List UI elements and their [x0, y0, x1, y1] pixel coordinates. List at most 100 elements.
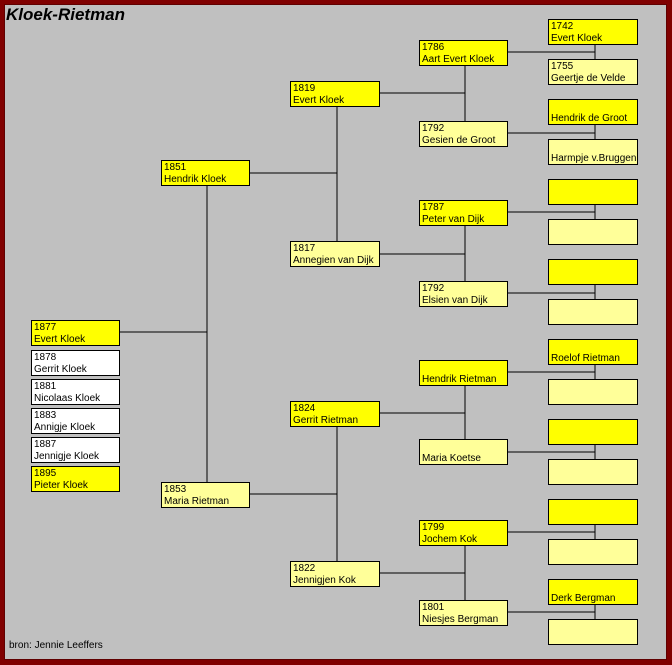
person-name: Peter van Dijk: [422, 214, 485, 225]
person-box[interactable]: [548, 179, 638, 205]
person-box[interactable]: [548, 379, 638, 405]
person-year: [551, 501, 635, 513]
person-year: 1878: [34, 352, 57, 363]
person-box[interactable]: 1799 Jochem Kok: [419, 520, 508, 546]
person-year: [551, 301, 635, 313]
person-year: [551, 581, 635, 593]
person-name: Maria Rietman: [164, 496, 230, 507]
person-box[interactable]: Maria Koetse: [419, 439, 508, 465]
person-year: [551, 261, 635, 273]
person-box[interactable]: 1895 Pieter Kloek: [31, 466, 120, 492]
person-name: Elsien van Dijk: [422, 295, 488, 306]
person-box[interactable]: 1881 Nicolaas Kloek: [31, 379, 120, 405]
person-name: Jennigjen Kok: [293, 575, 356, 586]
person-year: 1822: [293, 563, 316, 574]
person-box[interactable]: 1755 Geertje de Velde: [548, 59, 638, 85]
person-year: 1755: [551, 61, 574, 72]
person-box[interactable]: 1801 Niesjes Bergman: [419, 600, 508, 626]
person-name: Annigje Kloek: [34, 422, 96, 433]
person-name: Evert Kloek: [551, 33, 603, 44]
person-box[interactable]: Hendrik de Groot: [548, 99, 638, 125]
person-year: 1799: [422, 522, 445, 533]
person-name: Gerrit Rietman: [293, 415, 359, 426]
source-credit: bron: Jennie Leeffers: [9, 640, 103, 651]
person-name: Niesjes Bergman: [422, 614, 499, 625]
person-box[interactable]: 1883 Annigje Kloek: [31, 408, 120, 434]
person-year: [551, 181, 635, 193]
person-name: Roelof Rietman: [551, 353, 620, 364]
person-year: 1742: [551, 21, 574, 32]
person-box[interactable]: 1878 Gerrit Kloek: [31, 350, 120, 376]
person-year: 1786: [422, 42, 445, 53]
person-box[interactable]: 1817 Annegien van Dijk: [290, 241, 380, 267]
person-box[interactable]: [548, 619, 638, 645]
person-box[interactable]: Derk Bergman: [548, 579, 638, 605]
person-name: Geertje de Velde: [551, 73, 626, 84]
page-title: Kloek-Rietman: [6, 5, 126, 24]
person-name: Nicolaas Kloek: [34, 393, 101, 404]
person-year: [551, 421, 635, 433]
person-box[interactable]: 1877 Evert Kloek: [31, 320, 120, 346]
person-box[interactable]: 1824 Gerrit Rietman: [290, 401, 380, 427]
person-box[interactable]: 1853 Maria Rietman: [161, 482, 250, 508]
person-box[interactable]: Harmpje v.Bruggen: [548, 139, 638, 165]
person-name: Aart Evert Kloek: [422, 54, 495, 65]
person-box[interactable]: 1887 Jennigje Kloek: [31, 437, 120, 463]
person-year: [422, 441, 505, 453]
person-year: 1883: [34, 410, 57, 421]
person-year: [551, 221, 635, 233]
person-box[interactable]: [548, 259, 638, 285]
person-name: Gerrit Kloek: [34, 364, 87, 375]
person-box[interactable]: [548, 459, 638, 485]
person-year: 1792: [422, 123, 445, 134]
person-box[interactable]: 1742 Evert Kloek: [548, 19, 638, 45]
person-name: Hendrik Kloek: [164, 174, 227, 185]
person-name: Derk Bergman: [551, 593, 616, 604]
person-year: 1817: [293, 243, 316, 254]
person-name: Maria Koetse: [422, 453, 481, 464]
person-year: [551, 461, 635, 473]
person-year: [551, 141, 635, 153]
person-box[interactable]: 1851 Hendrik Kloek: [161, 160, 250, 186]
person-year: [551, 621, 635, 633]
person-year: 1787: [422, 202, 445, 213]
person-box[interactable]: [548, 499, 638, 525]
person-box[interactable]: 1822 Jennigjen Kok: [290, 561, 380, 587]
person-name: Hendrik Rietman: [422, 374, 497, 385]
person-year: 1887: [34, 439, 57, 450]
person-box[interactable]: 1787 Peter van Dijk: [419, 200, 508, 226]
person-name: Gesien de Groot: [422, 135, 496, 146]
person-name: Harmpje v.Bruggen: [551, 153, 637, 164]
person-year: 1895: [34, 468, 57, 479]
person-year: 1792: [422, 283, 445, 294]
person-box[interactable]: 1792 Gesien de Groot: [419, 121, 508, 147]
person-year: 1881: [34, 381, 57, 392]
person-box[interactable]: [548, 419, 638, 445]
person-year: 1824: [293, 403, 316, 414]
person-name: Jochem Kok: [422, 534, 478, 545]
person-name: Annegien van Dijk: [293, 255, 374, 266]
person-box[interactable]: [548, 219, 638, 245]
person-box[interactable]: 1792 Elsien van Dijk: [419, 281, 508, 307]
person-box[interactable]: Hendrik Rietman: [419, 360, 508, 386]
person-year: 1819: [293, 83, 316, 94]
person-year: 1851: [164, 162, 187, 173]
person-year: [551, 101, 635, 113]
person-name: Evert Kloek: [293, 95, 345, 106]
person-year: [551, 341, 635, 353]
person-year: 1801: [422, 602, 445, 613]
person-year: [551, 541, 635, 553]
person-box[interactable]: [548, 539, 638, 565]
person-year: 1853: [164, 484, 187, 495]
person-box[interactable]: [548, 299, 638, 325]
person-box[interactable]: Roelof Rietman: [548, 339, 638, 365]
person-name: Evert Kloek: [34, 334, 86, 345]
person-year: [422, 362, 505, 374]
person-year: 1877: [34, 322, 57, 333]
person-name: Pieter Kloek: [34, 480, 88, 491]
person-name: Jennigje Kloek: [34, 451, 100, 462]
person-box[interactable]: 1786 Aart Evert Kloek: [419, 40, 508, 66]
person-box[interactable]: 1819 Evert Kloek: [290, 81, 380, 107]
person-name: Hendrik de Groot: [551, 113, 628, 124]
